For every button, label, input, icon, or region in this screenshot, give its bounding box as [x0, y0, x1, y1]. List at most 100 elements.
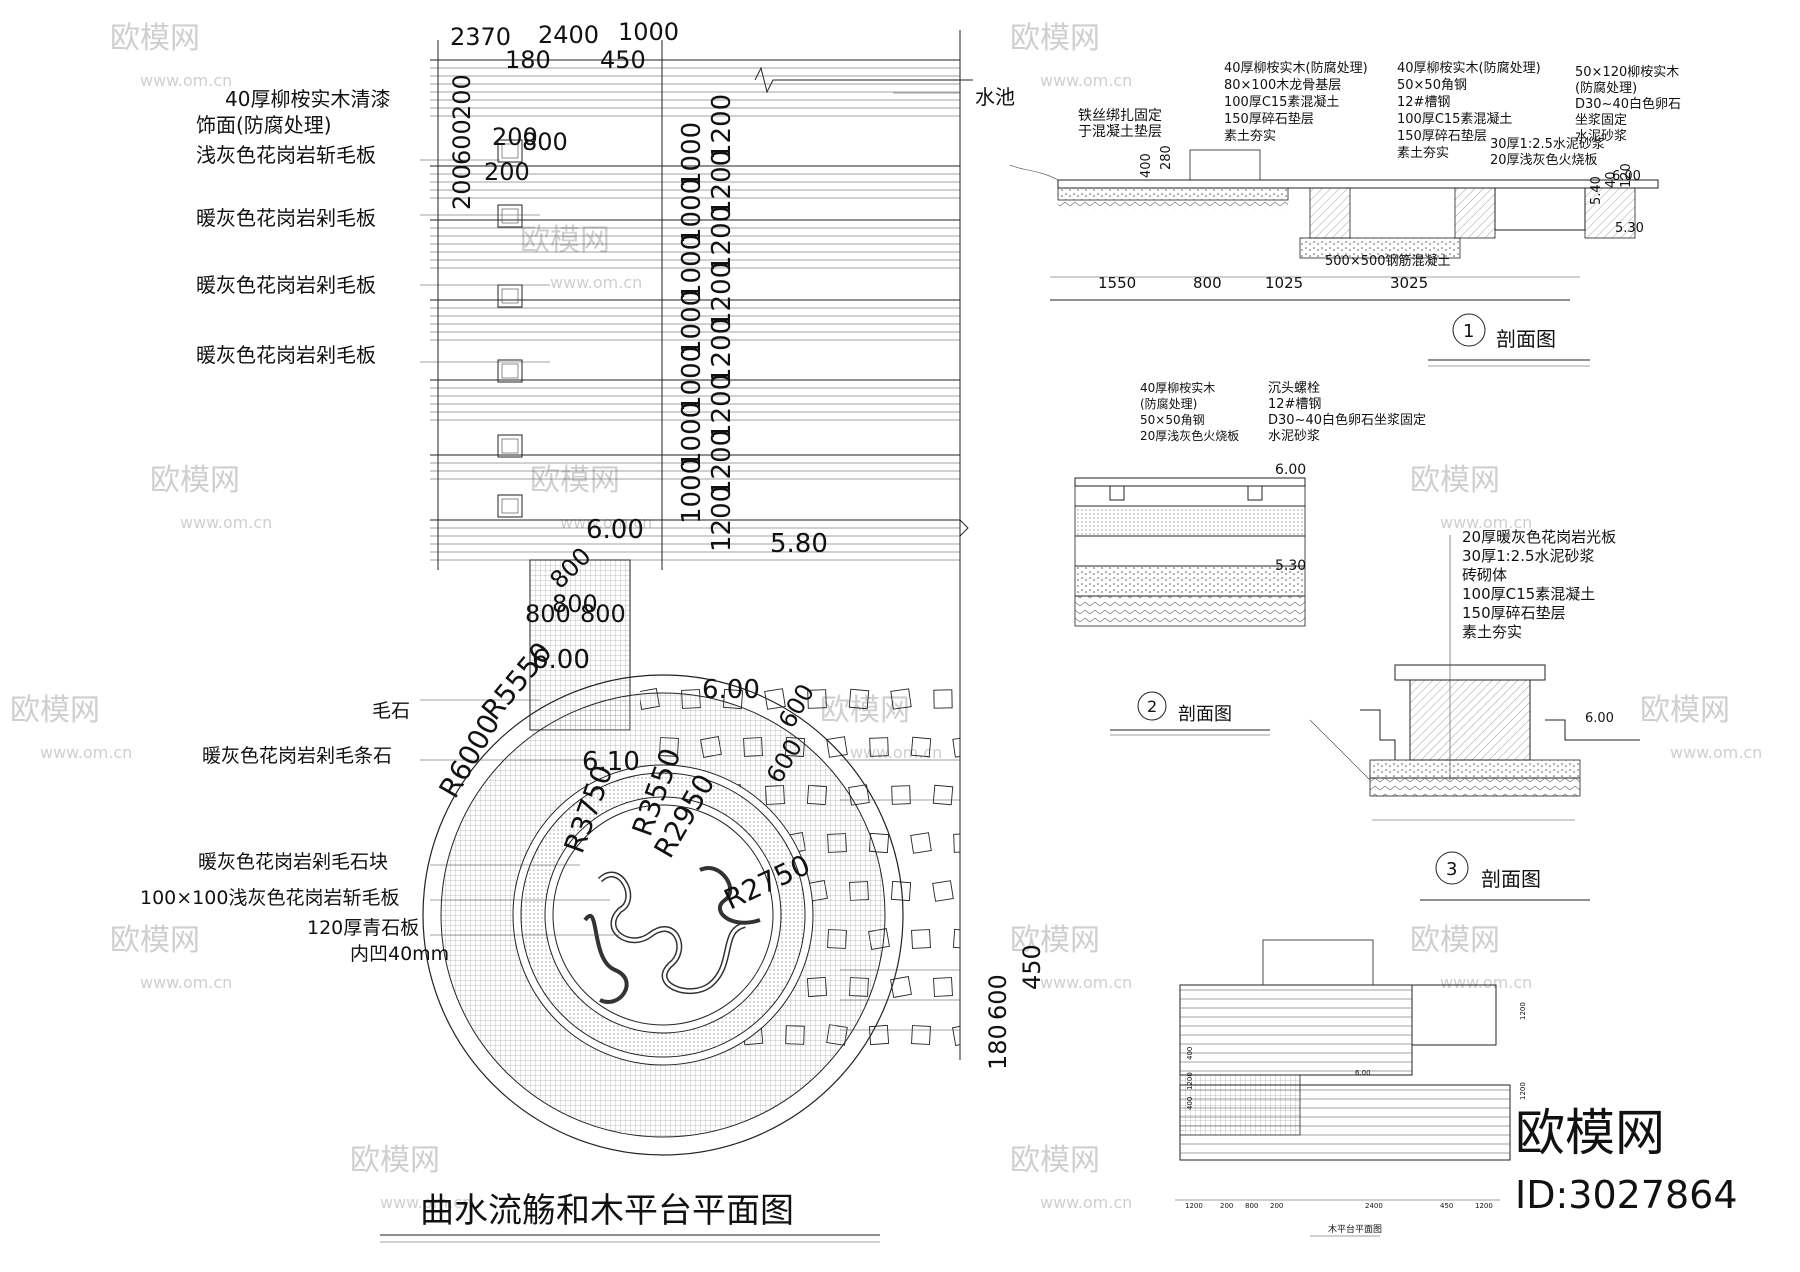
section-note: 50×50角钢: [1140, 413, 1205, 427]
dimension-label: 6.00: [1612, 169, 1641, 184]
break-mark-top: [754, 66, 973, 94]
material-label: 内凹40mm: [350, 943, 449, 965]
section-3-title: 剖面图: [1481, 867, 1541, 891]
section-note: 20厚浅灰色火烧板: [1490, 152, 1598, 168]
material-label: 饰面(防腐处理): [196, 113, 332, 137]
dimension-label: 200: [484, 158, 530, 186]
dimension-label: 450: [1440, 1202, 1453, 1210]
watermark-brand: 欧模网: [110, 923, 200, 958]
section-note: 砖砌体: [1462, 566, 1507, 584]
watermark-url: www.om.cn: [1040, 973, 1132, 992]
material-label: 暖灰色花岗岩剁毛石块: [198, 851, 388, 873]
dimension-label: 1000: [677, 290, 707, 356]
watermark-url: www.om.cn: [40, 743, 132, 762]
section-1-title: 剖面图: [1496, 327, 1556, 351]
meandering-stream-branch: [583, 914, 629, 1004]
watermark-url: www.om.cn: [560, 513, 652, 532]
section-note: 80×100木龙骨基层: [1224, 78, 1341, 93]
section-note: 坐浆固定: [1575, 113, 1627, 128]
dimension-label: 400: [1186, 1097, 1194, 1110]
dimension-label: 1550: [1098, 274, 1136, 292]
watermark-brand: 欧模网: [1640, 693, 1730, 728]
elevation-label: 6.00: [702, 675, 760, 705]
watermark-url: www.om.cn: [1040, 1193, 1132, 1212]
dimension-label: 450: [600, 46, 646, 74]
watermark-brand: 欧模网: [820, 693, 910, 728]
watermark-url: www.om.cn: [140, 973, 232, 992]
watermark-url: www.om.cn: [1040, 71, 1132, 90]
dimension-label: 1200: [707, 430, 737, 496]
dimension-label: 1200: [1185, 1202, 1203, 1210]
watermark-url: www.om.cn: [550, 273, 642, 292]
dimension-label: 1200: [1519, 1002, 1527, 1020]
section-note: 素土夯实: [1224, 129, 1276, 144]
watermark-url: www.om.cn: [850, 743, 942, 762]
pond-label: 水池: [975, 85, 1015, 109]
section-3: 20厚暖灰色花岗岩光板30厚1:2.5水泥砂浆砖砌体100厚C15素混凝土150…: [1309, 528, 1640, 901]
dimension-label: 1000: [677, 178, 707, 244]
dimension-label: 280: [1159, 145, 1174, 170]
section-note: 150厚碎石垫层: [1397, 128, 1487, 144]
elevation-label: 5.30: [1275, 558, 1306, 574]
dimension-label: 450: [1018, 944, 1046, 990]
watermark-brand: 欧模网: [1010, 1143, 1100, 1178]
dimension-label: 800: [580, 600, 626, 628]
section-note: 100厚C15素混凝土: [1224, 94, 1339, 110]
meandering-stream-branch-2: [699, 866, 761, 925]
dimension-label: 1200: [707, 206, 737, 272]
dimension-label: 400: [1186, 1047, 1194, 1060]
ring-r6000: [422, 674, 904, 1156]
section-note: 12#槽钢: [1397, 95, 1450, 110]
watermark-brand: 欧模网: [1410, 923, 1500, 958]
section-note: 30厚1:2.5水泥砂浆: [1462, 547, 1595, 565]
section-2-number: 2: [1147, 697, 1157, 716]
section-note: 150厚碎石垫层: [1462, 604, 1566, 622]
material-label: 浅灰色花岗岩斩毛板: [196, 143, 376, 167]
break-mark: [959, 519, 969, 537]
section-note: 20厚暖灰色花岗岩光板: [1462, 528, 1616, 546]
dimension-label: 200: [448, 164, 476, 210]
dimension-label: 400: [1139, 153, 1154, 178]
dimension-label: 800: [552, 590, 598, 618]
elevation-label: 6.00: [1585, 711, 1614, 726]
watermark-brand: 欧模网: [1010, 923, 1100, 958]
section-note: 于混凝土垫层: [1078, 124, 1162, 140]
dimension-label: 5.40: [1589, 176, 1604, 205]
dimension-label: 800: [1193, 274, 1222, 292]
dimension-label: 800: [522, 128, 568, 156]
circular-plaza: [422, 674, 904, 1156]
watermark-brand: 欧模网: [1010, 21, 1100, 56]
dimension-label: 3025: [1390, 274, 1428, 292]
dimension-label: 200: [492, 123, 538, 151]
section-3-number: 3: [1446, 859, 1457, 880]
section-note: 50×50角钢: [1397, 78, 1467, 93]
section-3-labels: 20厚暖灰色花岗岩光板30厚1:2.5水泥砂浆砖砌体100厚C15素混凝土150…: [1449, 528, 1616, 780]
section-note: 沉头螺栓: [1268, 381, 1320, 396]
section-note: 40厚柳桉实木(防腐处理): [1397, 60, 1541, 76]
dimension-label: 600: [448, 119, 476, 165]
stepping-stones: [497, 139, 523, 518]
section-2: 40厚柳桉实木(防腐处理)50×50角钢20厚浅灰色火烧板沉头螺栓12#槽钢D3…: [1074, 380, 1426, 736]
dimension-label: 600: [773, 679, 820, 733]
dimension-label: 1200: [707, 374, 737, 440]
elevation-label: 6.00: [1355, 1069, 1371, 1077]
watermark-brand: 欧模网: [110, 21, 200, 56]
section-note: (防腐处理): [1575, 80, 1637, 96]
dimension-label: 1200: [707, 262, 737, 328]
section-note: 30厚1:2.5水泥砂浆: [1490, 137, 1605, 152]
section-1-number: 1: [1463, 321, 1474, 342]
dimension-label: 1000: [677, 234, 707, 300]
dimension-label: 1200: [707, 150, 737, 216]
dimension-label: 800: [1245, 1202, 1258, 1210]
elevation-label: 6.00: [586, 515, 644, 545]
dimension-label: 200: [1270, 1202, 1283, 1210]
section-note: 40厚柳桉实木: [1140, 380, 1215, 395]
dimension-label: 180: [505, 46, 551, 74]
section-note: 100厚C15素混凝土: [1462, 585, 1595, 603]
section-note: D30~40白色卵石: [1575, 96, 1681, 112]
section-note: 50×120柳桉实木: [1575, 65, 1679, 80]
